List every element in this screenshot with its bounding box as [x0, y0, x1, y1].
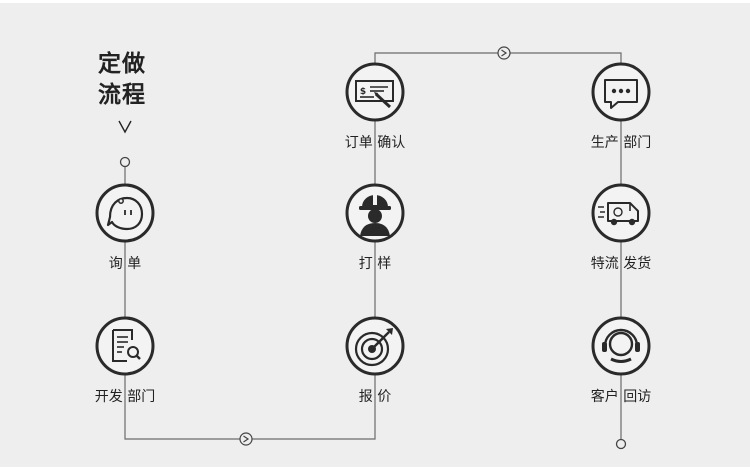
- chat-face-icon: [95, 183, 155, 243]
- headset-service-icon: [591, 316, 651, 376]
- flow-diagram: $: [95, 46, 651, 450]
- step-label-sampling: 打 样: [358, 256, 392, 272]
- direction-arrow-icon: [497, 46, 511, 60]
- target-arrow-icon: [345, 316, 405, 376]
- payment-check-icon: $: [345, 62, 405, 122]
- flow-end-dot: [615, 438, 627, 450]
- worker-helmet-icon: [345, 183, 405, 243]
- step-label-inquiry: 询 单: [108, 256, 142, 272]
- step-label-production: 生产 部门: [590, 135, 652, 151]
- document-search-icon: [95, 316, 155, 376]
- title-line-1: 定做: [98, 51, 146, 77]
- step-label-revisit: 客户 回访: [590, 389, 652, 405]
- svg-text:$: $: [360, 87, 366, 97]
- title-line-2: 流程: [98, 82, 146, 108]
- step-label-quotation: 报 价: [358, 389, 392, 405]
- message-bubble-icon: [591, 62, 651, 122]
- flow-start-dot: [119, 156, 131, 168]
- delivery-truck-icon: [591, 183, 651, 243]
- step-label-order-confirm: 订单 确认: [344, 135, 406, 151]
- direction-arrow-icon: [239, 432, 253, 446]
- diagram-title: 定做 流程: [98, 49, 146, 111]
- step-label-shipping: 特流 发货: [590, 256, 652, 272]
- chevron-down-icon: [118, 120, 132, 134]
- step-label-development: 开发 部门: [94, 389, 156, 405]
